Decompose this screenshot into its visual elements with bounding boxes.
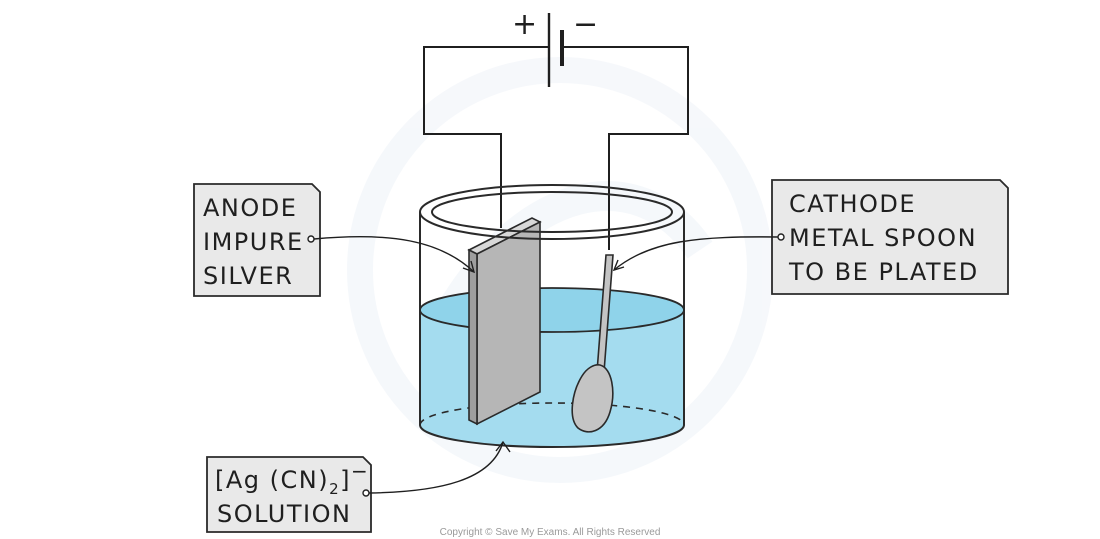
anode-label-line1: ANODE: [203, 194, 297, 222]
metal-spoon: [571, 254, 614, 433]
cathode-label-line3: TO BE PLATED: [788, 258, 979, 286]
beaker-rim: [419, 184, 685, 240]
anode-pointer-arrow: [307, 235, 476, 274]
anode-label-line3: SILVER: [203, 262, 293, 290]
solution-formula: [Ag (CN)2]−: [215, 459, 369, 498]
battery-cell: + −: [512, 7, 598, 87]
circuit-wire: [423, 46, 689, 250]
beaker: [419, 212, 685, 448]
cathode-label-line1: CATHODE: [789, 190, 916, 218]
anode-label: ANODE IMPURE SILVER: [193, 183, 321, 297]
anode-label-line2: IMPURE: [203, 228, 304, 256]
anode-plate: [467, 217, 542, 426]
copyright-text: Copyright © Save My Exams. All Rights Re…: [440, 527, 661, 538]
solution-pointer-arrow: [362, 440, 511, 497]
solution-label-line2: SOLUTION: [217, 500, 351, 528]
solution-label: [Ag (CN)2]− SOLUTION: [206, 456, 372, 533]
cathode-label: CATHODE METAL SPOON TO BE PLATED: [771, 179, 1009, 295]
solution-surface: [419, 287, 685, 333]
cathode-label-line2: METAL SPOON: [789, 224, 977, 252]
cathode-pointer-arrow: [612, 233, 785, 272]
positive-terminal-sign: +: [512, 7, 537, 42]
negative-terminal-sign: −: [573, 7, 598, 42]
